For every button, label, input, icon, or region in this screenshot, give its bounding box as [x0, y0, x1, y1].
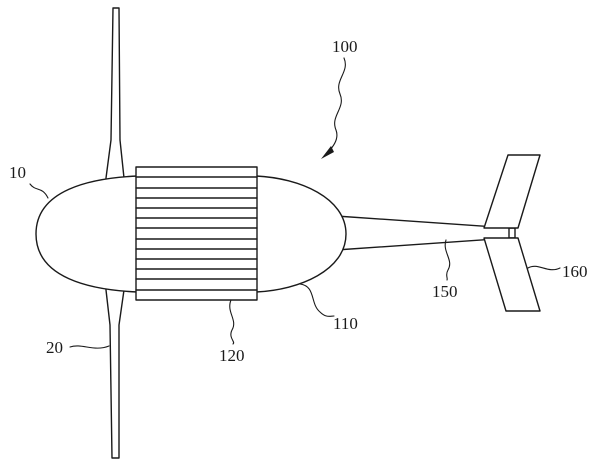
- ref-150: 150: [432, 240, 458, 301]
- ref-120: 120: [219, 300, 245, 365]
- label-150: 150: [432, 282, 458, 301]
- ref-20: 20: [46, 338, 109, 357]
- ref-100: 100: [321, 37, 358, 159]
- cooling-fins: [136, 167, 257, 300]
- label-100: 100: [332, 37, 358, 56]
- label-20: 20: [46, 338, 63, 357]
- ref-110: 110: [300, 284, 358, 333]
- label-160: 160: [562, 262, 588, 281]
- label-110: 110: [333, 314, 358, 333]
- ref-160: 160: [528, 262, 588, 281]
- label-10: 10: [9, 163, 26, 182]
- ref-10: 10: [9, 163, 48, 198]
- label-120: 120: [219, 346, 245, 365]
